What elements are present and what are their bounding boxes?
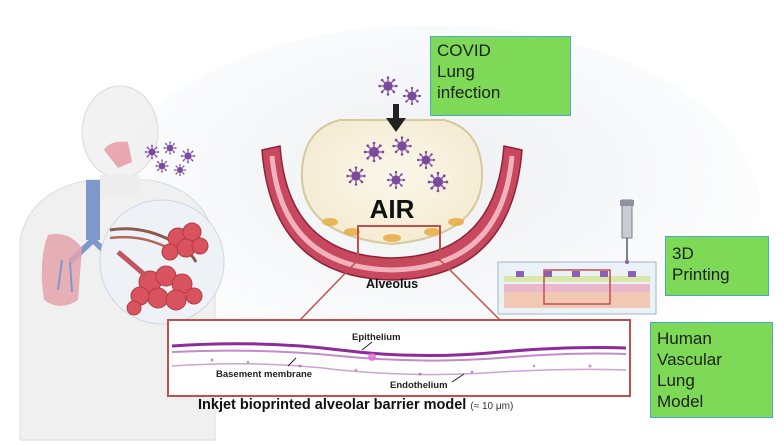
box-line: Lung [657, 371, 695, 390]
alveolus-inset-box [357, 225, 441, 261]
human-vascular-lung-model-box: Human Vascular Lung Model [650, 322, 773, 418]
covid-lung-infection-box: COVID Lung infection [430, 36, 571, 116]
virus-icon [363, 141, 385, 163]
box-line: Lung [437, 62, 475, 81]
caption-scale: (≈ 10 μm) [470, 401, 514, 412]
virus-icon [162, 140, 178, 156]
box-line: infection [437, 83, 501, 102]
virus-icon [154, 158, 170, 174]
down-arrow-icon [386, 104, 406, 132]
caption-title: Inkjet bioprinted alveolar barrier model [198, 397, 467, 413]
endothelium-label: Endothelium [390, 380, 448, 391]
zoom-line-right [439, 259, 501, 321]
box-line: COVID [437, 41, 491, 60]
bioprinter-nozzle-icon [620, 199, 634, 264]
virus-icon [386, 170, 406, 190]
alveolus-label: Alveolus [366, 277, 418, 291]
virus-icon [416, 150, 436, 170]
3d-printing-box: 3D Printing [665, 236, 769, 296]
zoom-line-left [299, 259, 359, 321]
alveoli-cluster-icon [116, 222, 209, 316]
epithelium-label: Epithelium [352, 332, 401, 343]
virus-icon [345, 165, 367, 187]
box-line: Human [657, 329, 712, 348]
box-line: 3D [672, 244, 694, 263]
box-line: Printing [672, 265, 730, 284]
air-label: AIR [370, 194, 415, 224]
histology-inset [167, 319, 631, 397]
figure-caption: Inkjet bioprinted alveolar barrier model… [198, 397, 638, 413]
virus-icon [180, 148, 196, 164]
box-line: Vascular [657, 350, 722, 369]
culture-well-icon [497, 261, 657, 315]
virus-icon [391, 135, 413, 157]
virus-icon [402, 86, 422, 106]
virus-icon [173, 163, 187, 177]
virus-icon [144, 144, 160, 160]
virus-icon [377, 75, 399, 97]
virus-icon [427, 171, 449, 193]
basement-membrane-label: Basement membrane [216, 369, 312, 380]
box-line: Model [657, 392, 704, 411]
